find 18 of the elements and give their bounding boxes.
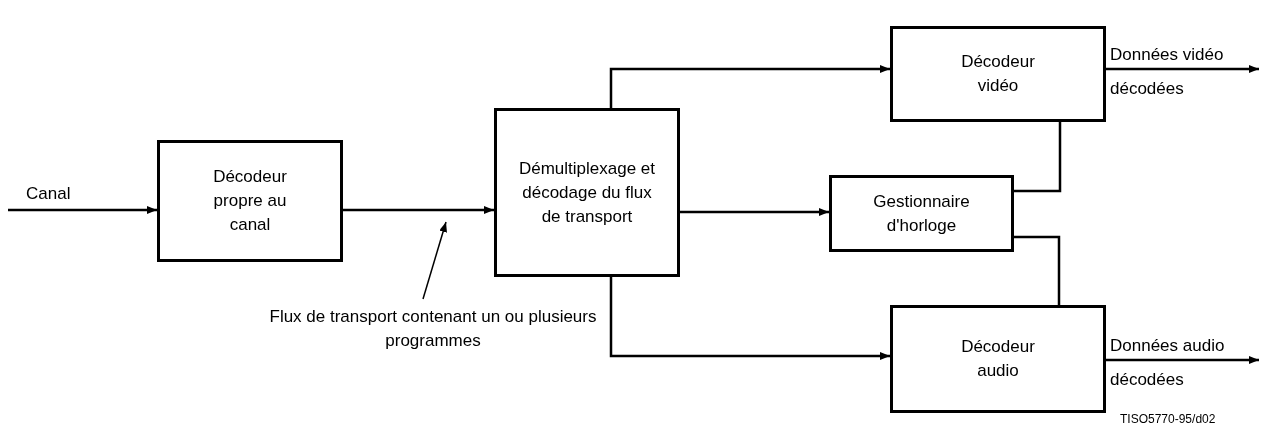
arrow	[8, 206, 157, 214]
arrow	[680, 208, 829, 216]
edge-label: Données audio décodées	[1110, 335, 1226, 391]
edge-label: Canal	[26, 184, 72, 204]
process-box: Décodeur propre au canal	[157, 140, 343, 262]
process-box: Décodeur audio	[890, 305, 1106, 413]
arrow	[609, 65, 890, 108]
process-box: Décodeur vidéo	[890, 26, 1106, 122]
figure-code: TISO5770-95/d02	[1120, 412, 1216, 426]
arrow	[343, 206, 494, 214]
annotation-text: Flux de transport contenant un ou plusieurs programmes	[268, 305, 598, 361]
process-box: Démultiplexage et décodage du flux de transport	[494, 108, 680, 277]
edge-label: Données vidéo décodées	[1110, 44, 1225, 100]
arrow	[1106, 356, 1259, 364]
arrow	[609, 277, 890, 360]
arrow	[1106, 65, 1259, 73]
leader-line	[422, 221, 447, 300]
process-box: Gestionnaire d'horloge	[829, 175, 1014, 252]
